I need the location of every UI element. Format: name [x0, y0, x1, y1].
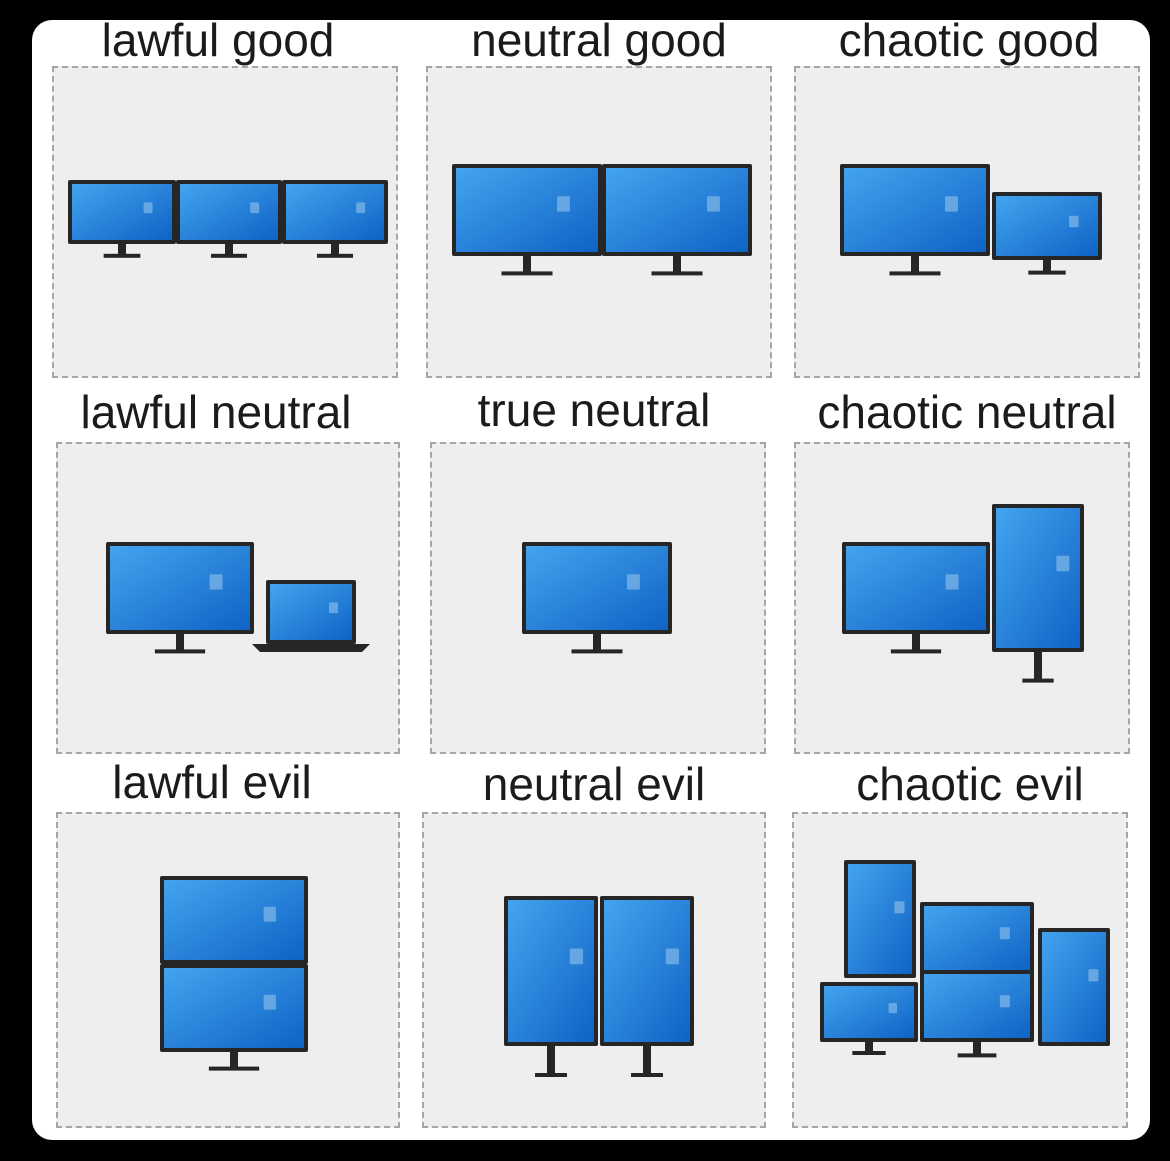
monitor-icon: [160, 964, 308, 1071]
alignment-panel: [430, 442, 766, 754]
monitor-icon: [522, 542, 672, 654]
small-monitor-icon: [820, 982, 918, 1055]
monitor-icon: [106, 542, 254, 654]
alignment-chart-card: lawful good neutral good chaotic good la…: [32, 20, 1150, 1140]
alignment-panel: [56, 812, 400, 1128]
laptop-icon: [252, 580, 370, 652]
alignment-label: lawful evil: [112, 756, 312, 808]
alignment-panel: [794, 442, 1130, 754]
alignment-label: true neutral: [477, 384, 711, 436]
alignment-panel: [792, 812, 1128, 1128]
monitor-icon: [282, 180, 388, 258]
alignment-label: chaotic neutral: [817, 386, 1117, 438]
portrait-monitor-icon: [1038, 928, 1110, 1046]
portrait-monitor-icon: [844, 860, 916, 978]
monitor-icon: [840, 164, 990, 276]
monitor-icon: [602, 164, 752, 276]
portrait-monitor-icon: [504, 896, 598, 1077]
monitor-icon: [68, 180, 176, 258]
alignment-label: lawful good: [101, 20, 335, 66]
monitor-icon: [452, 164, 602, 276]
alignment-label: neutral good: [471, 20, 727, 66]
alignment-panel: [426, 66, 772, 378]
monitor-icon: [160, 876, 308, 964]
alignment-label: chaotic evil: [856, 758, 1084, 810]
monitor-icon: [920, 902, 1034, 974]
small-monitor-icon: [992, 192, 1102, 275]
monitor-icon: [842, 542, 990, 654]
alignment-panel: [794, 66, 1140, 378]
alignment-label: chaotic good: [838, 20, 1100, 66]
portrait-monitor-icon: [992, 504, 1084, 683]
alignment-panel: [56, 442, 400, 754]
alignment-panel: [422, 812, 766, 1128]
monitor-icon: [920, 970, 1034, 1058]
alignment-label: lawful neutral: [80, 386, 352, 438]
portrait-monitor-icon: [600, 896, 694, 1077]
alignment-label: neutral evil: [482, 758, 706, 810]
monitor-icon: [176, 180, 282, 258]
alignment-panel: [52, 66, 398, 378]
